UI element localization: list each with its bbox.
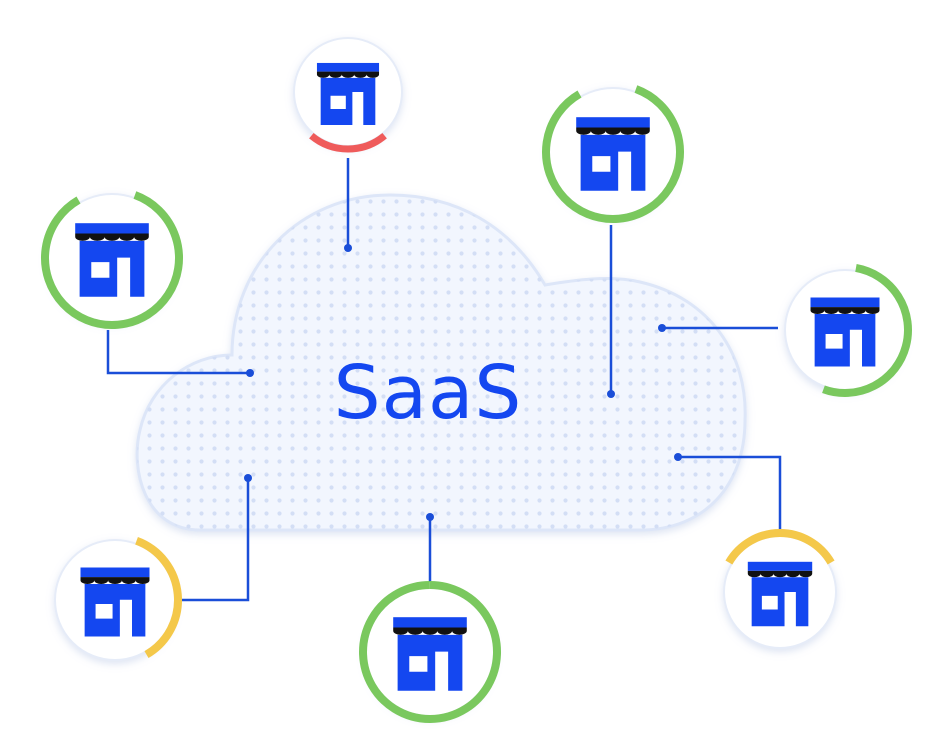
connector-top-endpoint bbox=[344, 244, 352, 252]
store-node-bottom-left[interactable] bbox=[54, 537, 182, 661]
store-node-bottom[interactable] bbox=[359, 581, 501, 723]
storefront-icon bbox=[393, 617, 467, 691]
status-ring-green bbox=[542, 85, 684, 223]
status-ring-yellow bbox=[725, 529, 835, 565]
connector-top-right-endpoint bbox=[607, 390, 615, 398]
storefront-icon bbox=[747, 561, 813, 627]
saas-label: SaaS bbox=[334, 350, 523, 436]
storefront-icon bbox=[80, 567, 150, 637]
storefront-icon bbox=[576, 117, 650, 191]
storefront-icon bbox=[316, 62, 380, 126]
connector-bottom-left bbox=[182, 478, 250, 602]
store-nodes bbox=[41, 37, 912, 723]
store-node-left[interactable] bbox=[41, 191, 183, 329]
storefront-icon bbox=[810, 297, 880, 367]
store-node-top-right[interactable] bbox=[542, 85, 684, 223]
connector-bottom-left-endpoint bbox=[244, 474, 252, 482]
connector-left-endpoint bbox=[246, 369, 254, 377]
status-ring-green bbox=[822, 264, 912, 397]
store-node-right[interactable] bbox=[784, 264, 912, 397]
status-ring-yellow bbox=[135, 537, 182, 659]
connector-right-endpoint bbox=[658, 324, 666, 332]
connector-bottom-right bbox=[678, 455, 782, 530]
connector-bottom-right-endpoint bbox=[674, 453, 682, 461]
status-ring-red bbox=[309, 132, 387, 153]
status-ring-green bbox=[41, 191, 183, 329]
connector-left bbox=[106, 330, 250, 375]
storefront-icon bbox=[75, 223, 149, 297]
store-node-bottom-right[interactable] bbox=[723, 529, 837, 649]
connector-bottom-endpoint bbox=[426, 513, 434, 521]
status-ring-green bbox=[359, 581, 501, 723]
connector-lines bbox=[106, 158, 782, 602]
store-node-top[interactable] bbox=[293, 37, 403, 153]
